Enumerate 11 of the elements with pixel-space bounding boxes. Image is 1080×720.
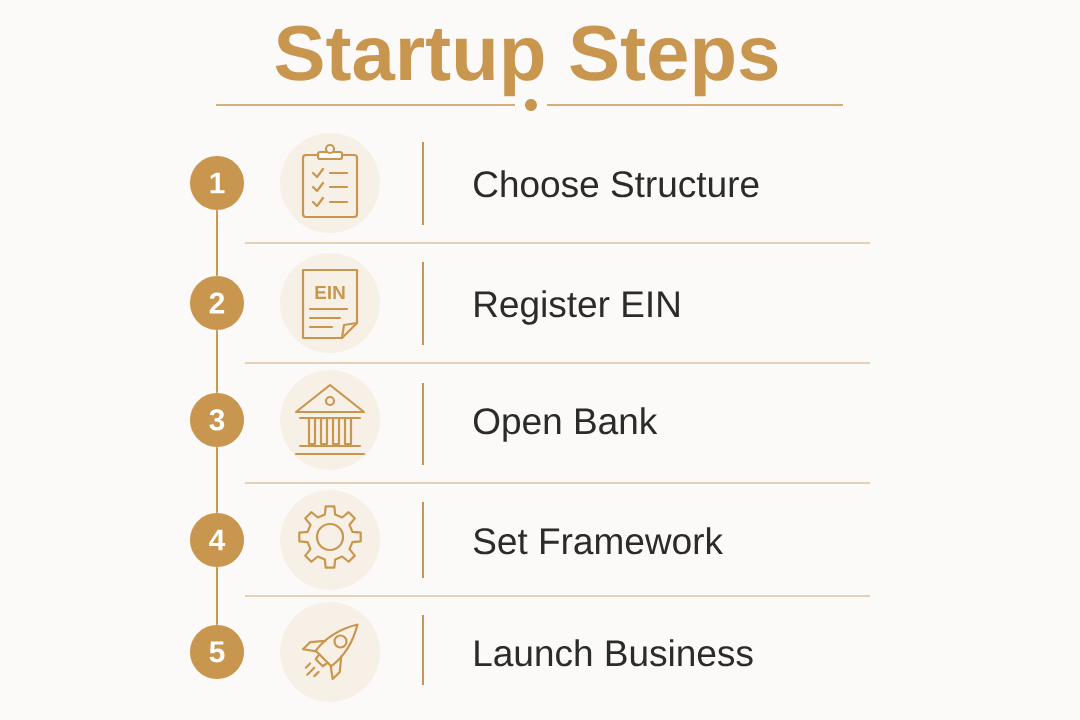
step-label: Register EIN [475,290,679,325]
icon-label: EIN [315,285,345,299]
step-label: Set Framework [473,527,724,555]
connector-line [216,566,218,626]
step-label: Open Bank [473,407,658,442]
connector-line [216,329,218,394]
connector-line [216,446,218,514]
step-label: Choose Structure [474,170,759,198]
step-label: Launch Business [475,639,753,667]
connector-line [216,209,218,277]
title: Startup Steps [275,25,778,97]
